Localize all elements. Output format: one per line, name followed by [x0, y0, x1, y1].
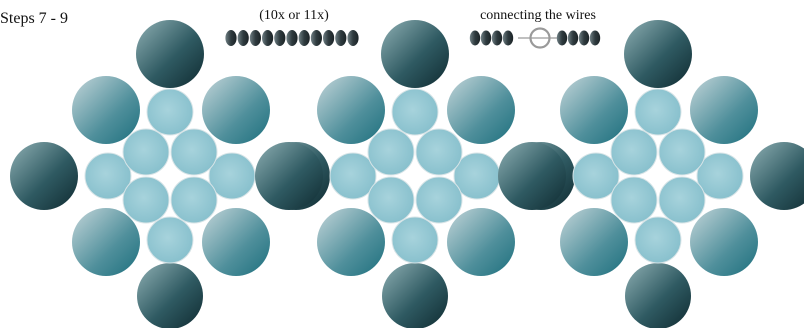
small-bead — [170, 128, 218, 176]
small-bead — [367, 128, 415, 176]
seed-bead — [502, 30, 514, 46]
small-bead — [170, 176, 218, 224]
dark-pearl — [255, 142, 323, 210]
dark-pearl — [382, 263, 448, 328]
small-bead — [415, 176, 463, 224]
dark-pearl — [381, 20, 449, 88]
seed-bead — [578, 30, 590, 46]
dark-pearl — [750, 142, 804, 210]
small-bead — [146, 216, 194, 264]
small-bead — [329, 152, 377, 200]
connecting-wires-label: connecting the wires — [480, 8, 596, 23]
small-bead — [367, 176, 415, 224]
small-bead — [634, 216, 682, 264]
seed-bead — [262, 30, 274, 46]
seed-bead — [589, 30, 601, 46]
seed-bead — [298, 30, 310, 46]
small-bead — [391, 216, 439, 264]
small-bead — [610, 176, 658, 224]
teal-pearl — [447, 208, 515, 276]
open-ring-connector-icon — [529, 27, 551, 49]
small-bead — [658, 176, 706, 224]
seed-bead — [469, 30, 481, 46]
seed-bead — [249, 30, 261, 46]
small-bead — [610, 128, 658, 176]
unit-2 — [255, 20, 575, 328]
bead-count-label: (10x or 11x) — [259, 8, 329, 23]
teal-pearl — [560, 208, 628, 276]
step-title: Steps 7 - 9 — [0, 10, 68, 27]
small-bead — [84, 152, 132, 200]
seed-bead — [323, 30, 335, 46]
small-bead — [696, 152, 744, 200]
small-bead — [658, 128, 706, 176]
small-bead — [146, 88, 194, 136]
teal-pearl — [202, 76, 270, 144]
seed-bead — [274, 30, 286, 46]
seed-bead — [347, 30, 359, 46]
teal-pearl — [690, 208, 758, 276]
dark-pearl — [498, 142, 566, 210]
teal-pearl — [690, 76, 758, 144]
teal-pearl — [447, 76, 515, 144]
seed-bead — [286, 30, 298, 46]
dark-pearl — [136, 20, 204, 88]
teal-pearl — [560, 76, 628, 144]
dark-pearl — [625, 263, 691, 328]
small-bead — [122, 128, 170, 176]
teal-pearl — [72, 76, 140, 144]
seed-bead — [567, 30, 579, 46]
seed-bead — [556, 30, 568, 46]
seed-bead — [237, 30, 249, 46]
seed-bead — [491, 30, 503, 46]
small-bead — [415, 128, 463, 176]
small-bead — [634, 88, 682, 136]
oval-bead-strand-icon — [225, 30, 359, 46]
small-bead — [391, 88, 439, 136]
dark-pearl — [624, 20, 692, 88]
seed-bead — [480, 30, 492, 46]
connecting-wires-icon — [469, 27, 601, 49]
seed-bead — [225, 30, 237, 46]
small-bead — [572, 152, 620, 200]
seed-bead — [310, 30, 322, 46]
teal-pearl — [72, 208, 140, 276]
dark-pearl — [10, 142, 78, 210]
teal-pearl — [317, 208, 385, 276]
teal-pearl — [317, 76, 385, 144]
dark-pearl — [137, 263, 203, 328]
small-bead — [122, 176, 170, 224]
unit-3 — [498, 20, 804, 328]
seed-bead — [335, 30, 347, 46]
teal-pearl — [202, 208, 270, 276]
